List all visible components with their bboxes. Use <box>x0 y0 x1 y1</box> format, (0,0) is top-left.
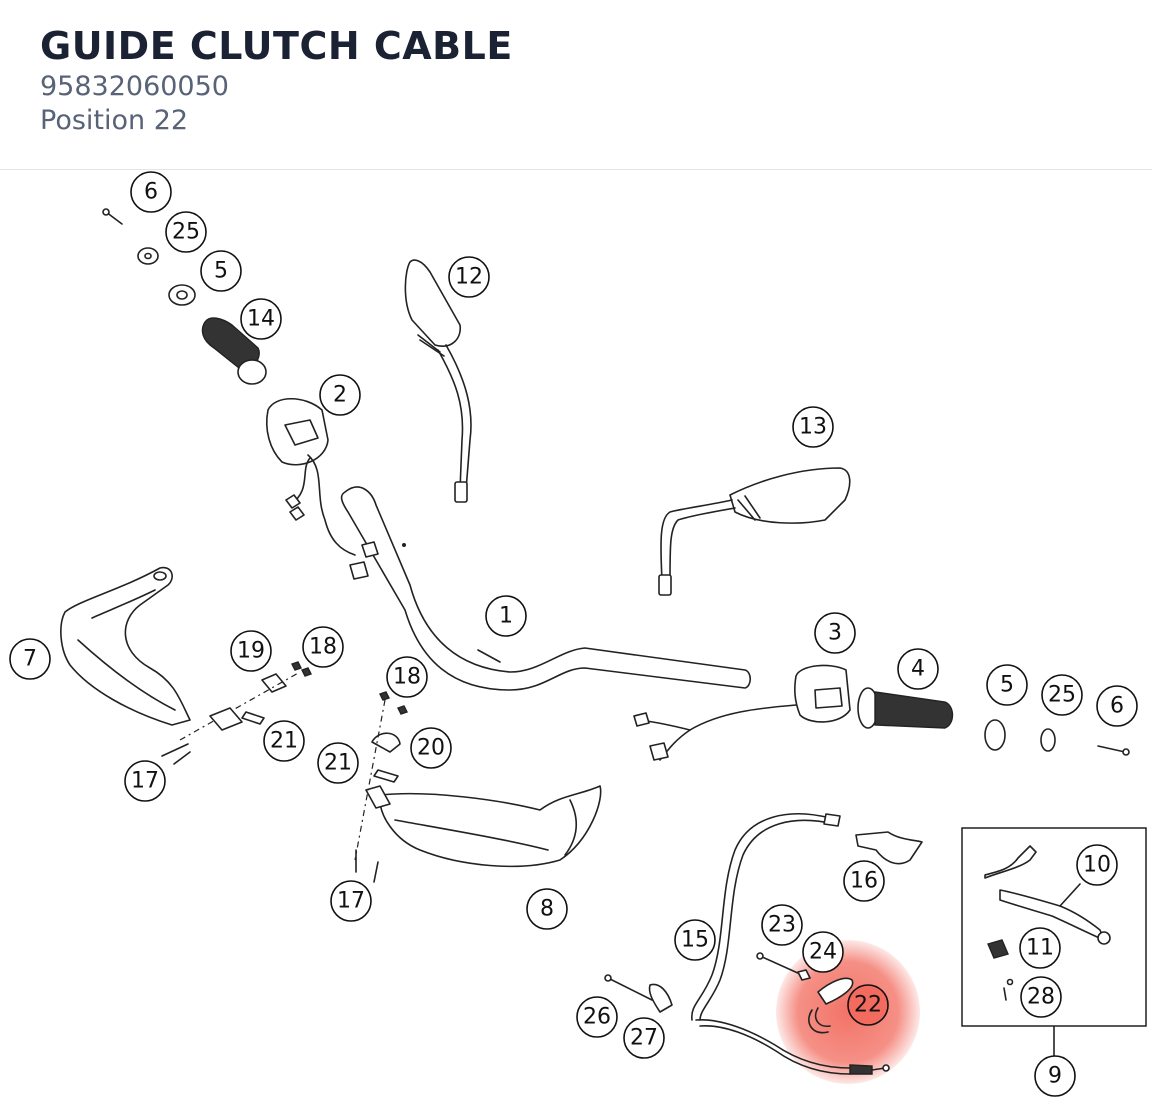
callout-label: 25 <box>1048 683 1076 708</box>
selected-part-highlight <box>776 940 920 1084</box>
callout-label: 21 <box>324 751 352 776</box>
callout-label: 14 <box>247 307 275 332</box>
handlebar-part <box>340 486 752 691</box>
callout-label: 27 <box>630 1026 658 1051</box>
callout-1[interactable]: 1 <box>485 595 527 637</box>
callout-18[interactable]: 18 <box>302 626 344 668</box>
callout-6[interactable]: 6 <box>130 171 172 213</box>
callout-21[interactable]: 21 <box>263 720 305 762</box>
callout-label: 15 <box>681 928 709 953</box>
callout-7[interactable]: 7 <box>9 638 51 680</box>
callout-label: 21 <box>270 729 298 754</box>
left-handguard-hardware <box>161 661 312 765</box>
position-label: Position 22 <box>40 105 189 136</box>
callout-5[interactable]: 5 <box>986 664 1028 706</box>
callout-13[interactable]: 13 <box>792 406 834 448</box>
left-switch-part <box>266 398 379 580</box>
callout-label: 8 <box>540 897 554 922</box>
cable-clamp-part <box>604 974 673 1013</box>
callout-label: 18 <box>309 635 337 660</box>
callout-24[interactable]: 24 <box>802 931 844 973</box>
callout-label: 23 <box>768 913 796 938</box>
callout-label: 10 <box>1083 853 1111 878</box>
callout-label: 12 <box>455 265 483 290</box>
callout-12[interactable]: 12 <box>448 256 490 298</box>
callout-label: 16 <box>850 869 878 894</box>
callout-label: 22 <box>854 993 882 1018</box>
callout-20[interactable]: 20 <box>410 727 452 769</box>
callout-label: 24 <box>809 940 837 965</box>
callout-18[interactable]: 18 <box>386 656 428 698</box>
right-handguard-part <box>365 785 602 868</box>
callout-4[interactable]: 4 <box>897 648 939 690</box>
callout-label: 19 <box>237 639 265 664</box>
callout-25[interactable]: 25 <box>165 211 207 253</box>
left-handguard-part <box>60 566 191 726</box>
left-bar-end-parts <box>102 208 196 306</box>
callout-label: 3 <box>828 621 842 646</box>
left-mirror-part <box>404 259 472 503</box>
callout-23[interactable]: 23 <box>761 904 803 946</box>
left-grip-part <box>201 317 267 385</box>
right-switch-part <box>633 664 851 761</box>
callout-label: 9 <box>1048 1064 1062 1089</box>
callout-8[interactable]: 8 <box>526 888 568 930</box>
callout-3[interactable]: 3 <box>814 612 856 654</box>
callout-label: 11 <box>1026 936 1054 961</box>
right-grip-part <box>857 687 954 729</box>
callout-17[interactable]: 17 <box>124 760 166 802</box>
callout-label: 5 <box>214 259 228 284</box>
callout-28[interactable]: 28 <box>1020 976 1062 1018</box>
callout-6[interactable]: 6 <box>1096 685 1138 727</box>
callout-label: 6 <box>1110 694 1124 719</box>
callout-label: 17 <box>337 889 365 914</box>
callout-14[interactable]: 14 <box>240 298 282 340</box>
callout-label: 7 <box>23 647 37 672</box>
callout-10[interactable]: 10 <box>1076 844 1118 886</box>
callout-11[interactable]: 11 <box>1019 927 1061 969</box>
callout-label: 20 <box>417 736 445 761</box>
cable-boot-part <box>855 831 923 865</box>
callout-label: 26 <box>583 1005 611 1030</box>
callout-label: 2 <box>333 383 347 408</box>
callout-16[interactable]: 16 <box>843 860 885 902</box>
leader-lines <box>1059 883 1081 907</box>
part-number: 95832060050 <box>40 71 229 102</box>
callout-2[interactable]: 2 <box>319 374 361 416</box>
callout-label: 18 <box>393 665 421 690</box>
callout-label: 1 <box>499 604 513 629</box>
callout-17[interactable]: 17 <box>330 880 372 922</box>
callout-label: 28 <box>1027 985 1055 1010</box>
callout-19[interactable]: 19 <box>230 630 272 672</box>
right-handguard-hardware <box>354 691 408 883</box>
callout-label: 13 <box>799 415 827 440</box>
callout-5[interactable]: 5 <box>200 250 242 292</box>
callout-label: 4 <box>911 657 925 682</box>
callout-label: 17 <box>131 769 159 794</box>
page-header: GUIDE CLUTCH CABLE 95832060050 Position … <box>0 0 1152 170</box>
callout-27[interactable]: 27 <box>623 1017 665 1059</box>
callout-label: 25 <box>172 220 200 245</box>
callout-25[interactable]: 25 <box>1041 674 1083 716</box>
callout-15[interactable]: 15 <box>674 919 716 961</box>
clutch-cable-part <box>691 813 890 1075</box>
callout-26[interactable]: 26 <box>576 996 618 1038</box>
callout-9[interactable]: 9 <box>1034 1055 1076 1097</box>
right-bar-end-parts <box>984 719 1130 756</box>
callout-label: 6 <box>144 180 158 205</box>
page-title: GUIDE CLUTCH CABLE <box>40 24 513 68</box>
right-mirror-part <box>658 467 851 596</box>
cable-guide-part-22 <box>756 952 854 1034</box>
callout-label: 5 <box>1000 673 1014 698</box>
callout-21[interactable]: 21 <box>317 742 359 784</box>
callout-22-selected[interactable]: 22 <box>847 984 889 1026</box>
